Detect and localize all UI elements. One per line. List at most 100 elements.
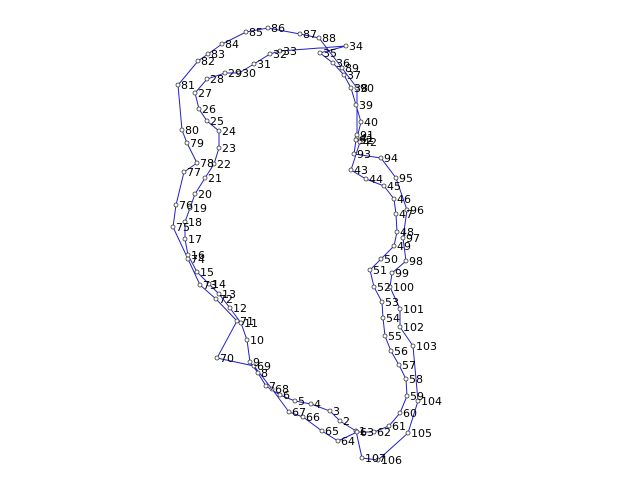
point-marker <box>367 267 373 273</box>
point-marker <box>396 362 402 368</box>
point-marker <box>393 211 399 217</box>
point-marker <box>265 25 271 31</box>
point-label: 71 <box>240 315 254 328</box>
point-marker <box>182 219 188 225</box>
point-label: 105 <box>411 427 432 440</box>
point-label: 70 <box>220 352 234 365</box>
point-marker <box>335 438 341 444</box>
point-marker <box>243 29 249 35</box>
point-label: 13 <box>222 288 236 301</box>
point-marker <box>213 296 219 302</box>
point-marker <box>348 85 354 91</box>
point-marker <box>236 70 242 76</box>
point-marker <box>381 183 387 189</box>
point-marker <box>378 155 384 161</box>
point-label: 65 <box>325 425 339 438</box>
point-label: 47 <box>399 208 413 221</box>
point-marker <box>403 376 409 382</box>
point-label: 96 <box>410 204 424 217</box>
point-marker <box>371 284 377 290</box>
point-marker <box>405 430 411 436</box>
point-marker <box>358 119 364 125</box>
point-label: 29 <box>228 67 242 80</box>
point-marker <box>300 414 306 420</box>
point-label: 93 <box>357 148 371 161</box>
point-marker <box>380 315 386 321</box>
point-label: 4 <box>314 398 321 411</box>
point-label: 11 <box>244 317 258 330</box>
point-label: 38 <box>354 82 368 95</box>
point-label: 92 <box>359 134 373 147</box>
point-label: 28 <box>210 73 224 86</box>
point-marker <box>363 176 369 182</box>
point-label: 106 <box>381 454 402 467</box>
point-marker <box>196 106 202 112</box>
point-marker <box>359 455 365 461</box>
point-marker <box>263 383 269 389</box>
point-marker <box>194 269 200 275</box>
point-marker <box>216 291 222 297</box>
point-marker <box>415 398 421 404</box>
point-marker <box>308 401 314 407</box>
point-label: 30 <box>242 67 256 80</box>
contour-line <box>172 27 419 461</box>
point-label: 73 <box>203 279 217 292</box>
point-label: 91 <box>360 129 374 142</box>
point-marker <box>353 102 359 108</box>
point-marker <box>192 191 198 197</box>
point-label: 104 <box>421 395 442 408</box>
point-label: 76 <box>179 199 193 212</box>
point-marker <box>339 65 345 71</box>
point-label: 31 <box>257 58 271 71</box>
point-label: 80 <box>185 124 199 137</box>
point-label: 24 <box>222 125 236 138</box>
point-label: 79 <box>190 137 204 150</box>
point-marker <box>247 359 253 365</box>
contour-edges <box>172 27 419 461</box>
point-marker <box>187 205 193 211</box>
point-marker <box>389 270 395 276</box>
point-marker <box>219 41 225 47</box>
point-marker <box>297 31 303 37</box>
point-label: 56 <box>394 345 408 358</box>
point-marker <box>354 85 360 91</box>
point-label: 42 <box>363 136 377 149</box>
point-marker <box>175 82 181 88</box>
point-label: 32 <box>273 48 287 61</box>
point-label: 82 <box>201 55 215 68</box>
point-marker <box>391 196 397 202</box>
point-marker <box>216 128 222 134</box>
point-label: 83 <box>211 48 225 61</box>
point-marker <box>341 72 347 78</box>
point-marker <box>394 229 400 235</box>
point-label: 41 <box>360 132 374 145</box>
point-label: 19 <box>193 202 207 215</box>
point-label: 81 <box>181 79 195 92</box>
point-marker <box>404 393 410 399</box>
point-label: 95 <box>399 172 413 185</box>
point-label: 77 <box>187 166 201 179</box>
point-label: 100 <box>393 281 414 294</box>
point-label: 17 <box>188 233 202 246</box>
point-marker <box>378 256 384 262</box>
point-label: 23 <box>222 142 236 155</box>
point-label: 8 <box>261 367 268 380</box>
point-label: 1 <box>359 425 366 438</box>
point-marker <box>192 90 198 96</box>
point-labels: 1234567891011121314151617181920212223242… <box>176 22 442 467</box>
point-label: 16 <box>191 249 205 262</box>
point-label: 60 <box>403 407 417 420</box>
point-marker <box>404 207 410 213</box>
point-marker <box>393 175 399 181</box>
point-marker <box>292 398 298 404</box>
point-label: 27 <box>198 87 212 100</box>
point-label: 87 <box>303 28 317 41</box>
point-label: 37 <box>347 69 361 82</box>
point-marker <box>234 318 240 324</box>
point-marker <box>371 429 377 435</box>
point-marker <box>410 343 416 349</box>
point-label: 50 <box>384 253 398 266</box>
point-label: 58 <box>409 373 423 386</box>
point-label: 98 <box>409 255 423 268</box>
point-label: 3 <box>333 405 340 418</box>
